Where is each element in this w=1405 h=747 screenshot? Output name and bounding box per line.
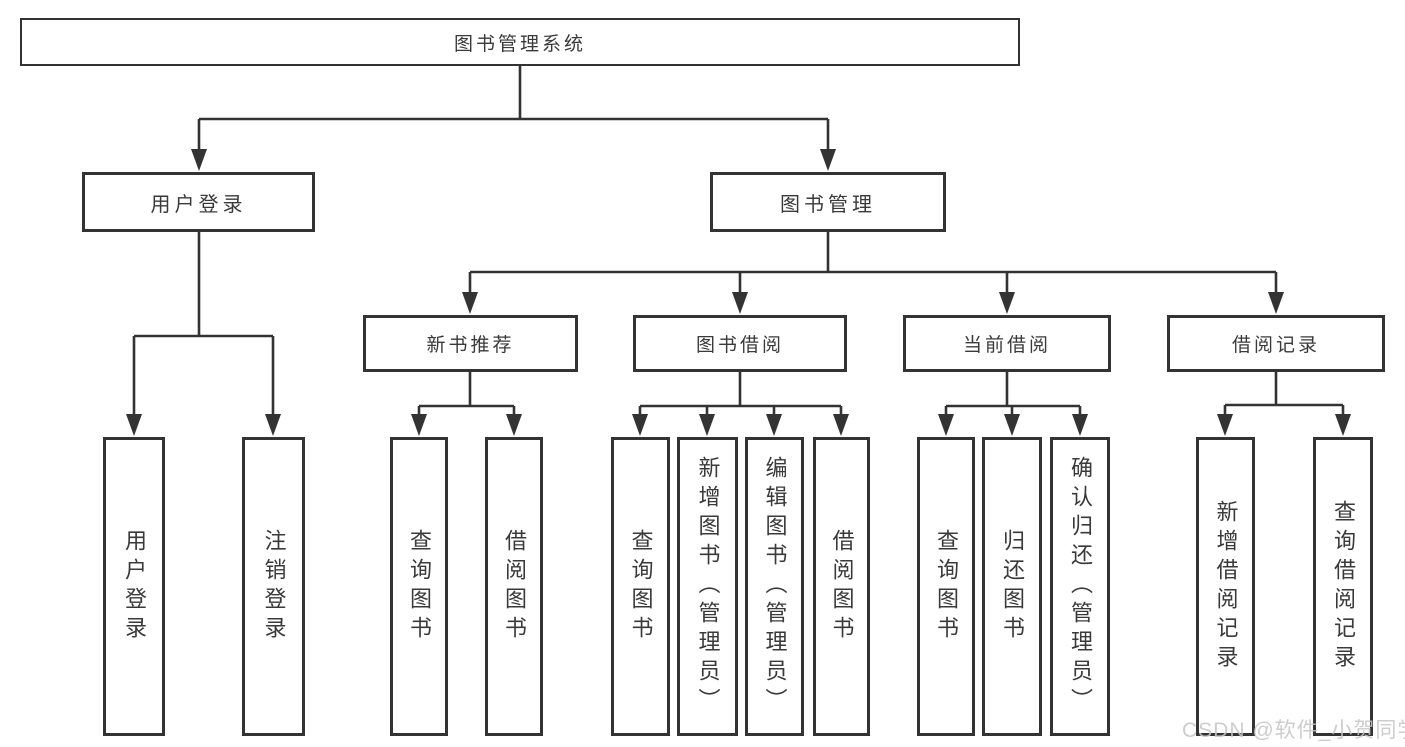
- node-label: 新增借阅记录: [1213, 499, 1239, 674]
- leaf-add-borrow-record: 新增借阅记录: [1196, 437, 1255, 736]
- node-label: 借阅图书: [829, 528, 855, 645]
- node-new-book-recommendation: 新书推荐: [363, 315, 578, 372]
- node-label: 注销登录: [261, 528, 287, 645]
- leaf-return-books: 归还图书: [982, 437, 1042, 736]
- leaf-edit-book-admin: 编辑图书（管理员）: [745, 437, 804, 736]
- leaf-query-books-recommend: 查询图书: [390, 437, 448, 736]
- node-label: 当前借阅: [962, 335, 1051, 356]
- arrowheads: [126, 149, 1351, 436]
- node-library-management-system: 图书管理系统: [20, 18, 1020, 66]
- node-label: 确认归还（管理员）: [1068, 456, 1093, 717]
- node-label: 用户登录: [122, 528, 147, 645]
- node-label: 查询图书: [628, 528, 654, 645]
- node-label: 查询图书: [934, 528, 959, 645]
- node-label: 查询图书: [407, 528, 432, 645]
- csdn-watermark: CSDN @软件_小贺同学: [1182, 719, 1405, 742]
- leaf-query-books-borrow: 查询图书: [611, 437, 670, 736]
- leaf-borrow-books: 借阅图书: [813, 437, 870, 736]
- node-label: 查询借阅记录: [1331, 499, 1356, 674]
- leaf-borrow-books-recommend: 借阅图书: [485, 437, 543, 736]
- node-label: 借阅记录: [1231, 335, 1320, 356]
- node-book-borrowing: 图书借阅: [633, 315, 847, 372]
- node-label: 新增图书（管理员）: [695, 456, 721, 717]
- node-label: 图书管理系统: [453, 33, 586, 55]
- leaf-confirm-return-admin: 确认归还（管理员）: [1050, 437, 1110, 736]
- node-label: 编辑图书（管理员）: [762, 456, 788, 717]
- leaf-query-borrow-record: 查询借阅记录: [1313, 437, 1373, 736]
- node-label: 归还图书: [1000, 528, 1025, 645]
- node-label: 用户登录: [150, 193, 247, 216]
- node-current-borrowing: 当前借阅: [903, 315, 1111, 372]
- leaf-user-login: 用户登录: [103, 437, 165, 736]
- leaf-logout: 注销登录: [242, 437, 305, 736]
- leaf-query-books-current: 查询图书: [917, 437, 975, 736]
- node-label: 借阅图书: [502, 528, 527, 645]
- node-user-login: 用户登录: [82, 172, 315, 232]
- leaf-add-book-admin: 新增图书（管理员）: [677, 437, 738, 736]
- node-label: 新书推荐: [426, 335, 515, 356]
- node-book-management: 图书管理: [710, 172, 946, 232]
- node-label: 图书管理: [780, 193, 876, 216]
- node-label: 图书借阅: [695, 335, 784, 356]
- node-borrowing-records: 借阅记录: [1167, 315, 1385, 372]
